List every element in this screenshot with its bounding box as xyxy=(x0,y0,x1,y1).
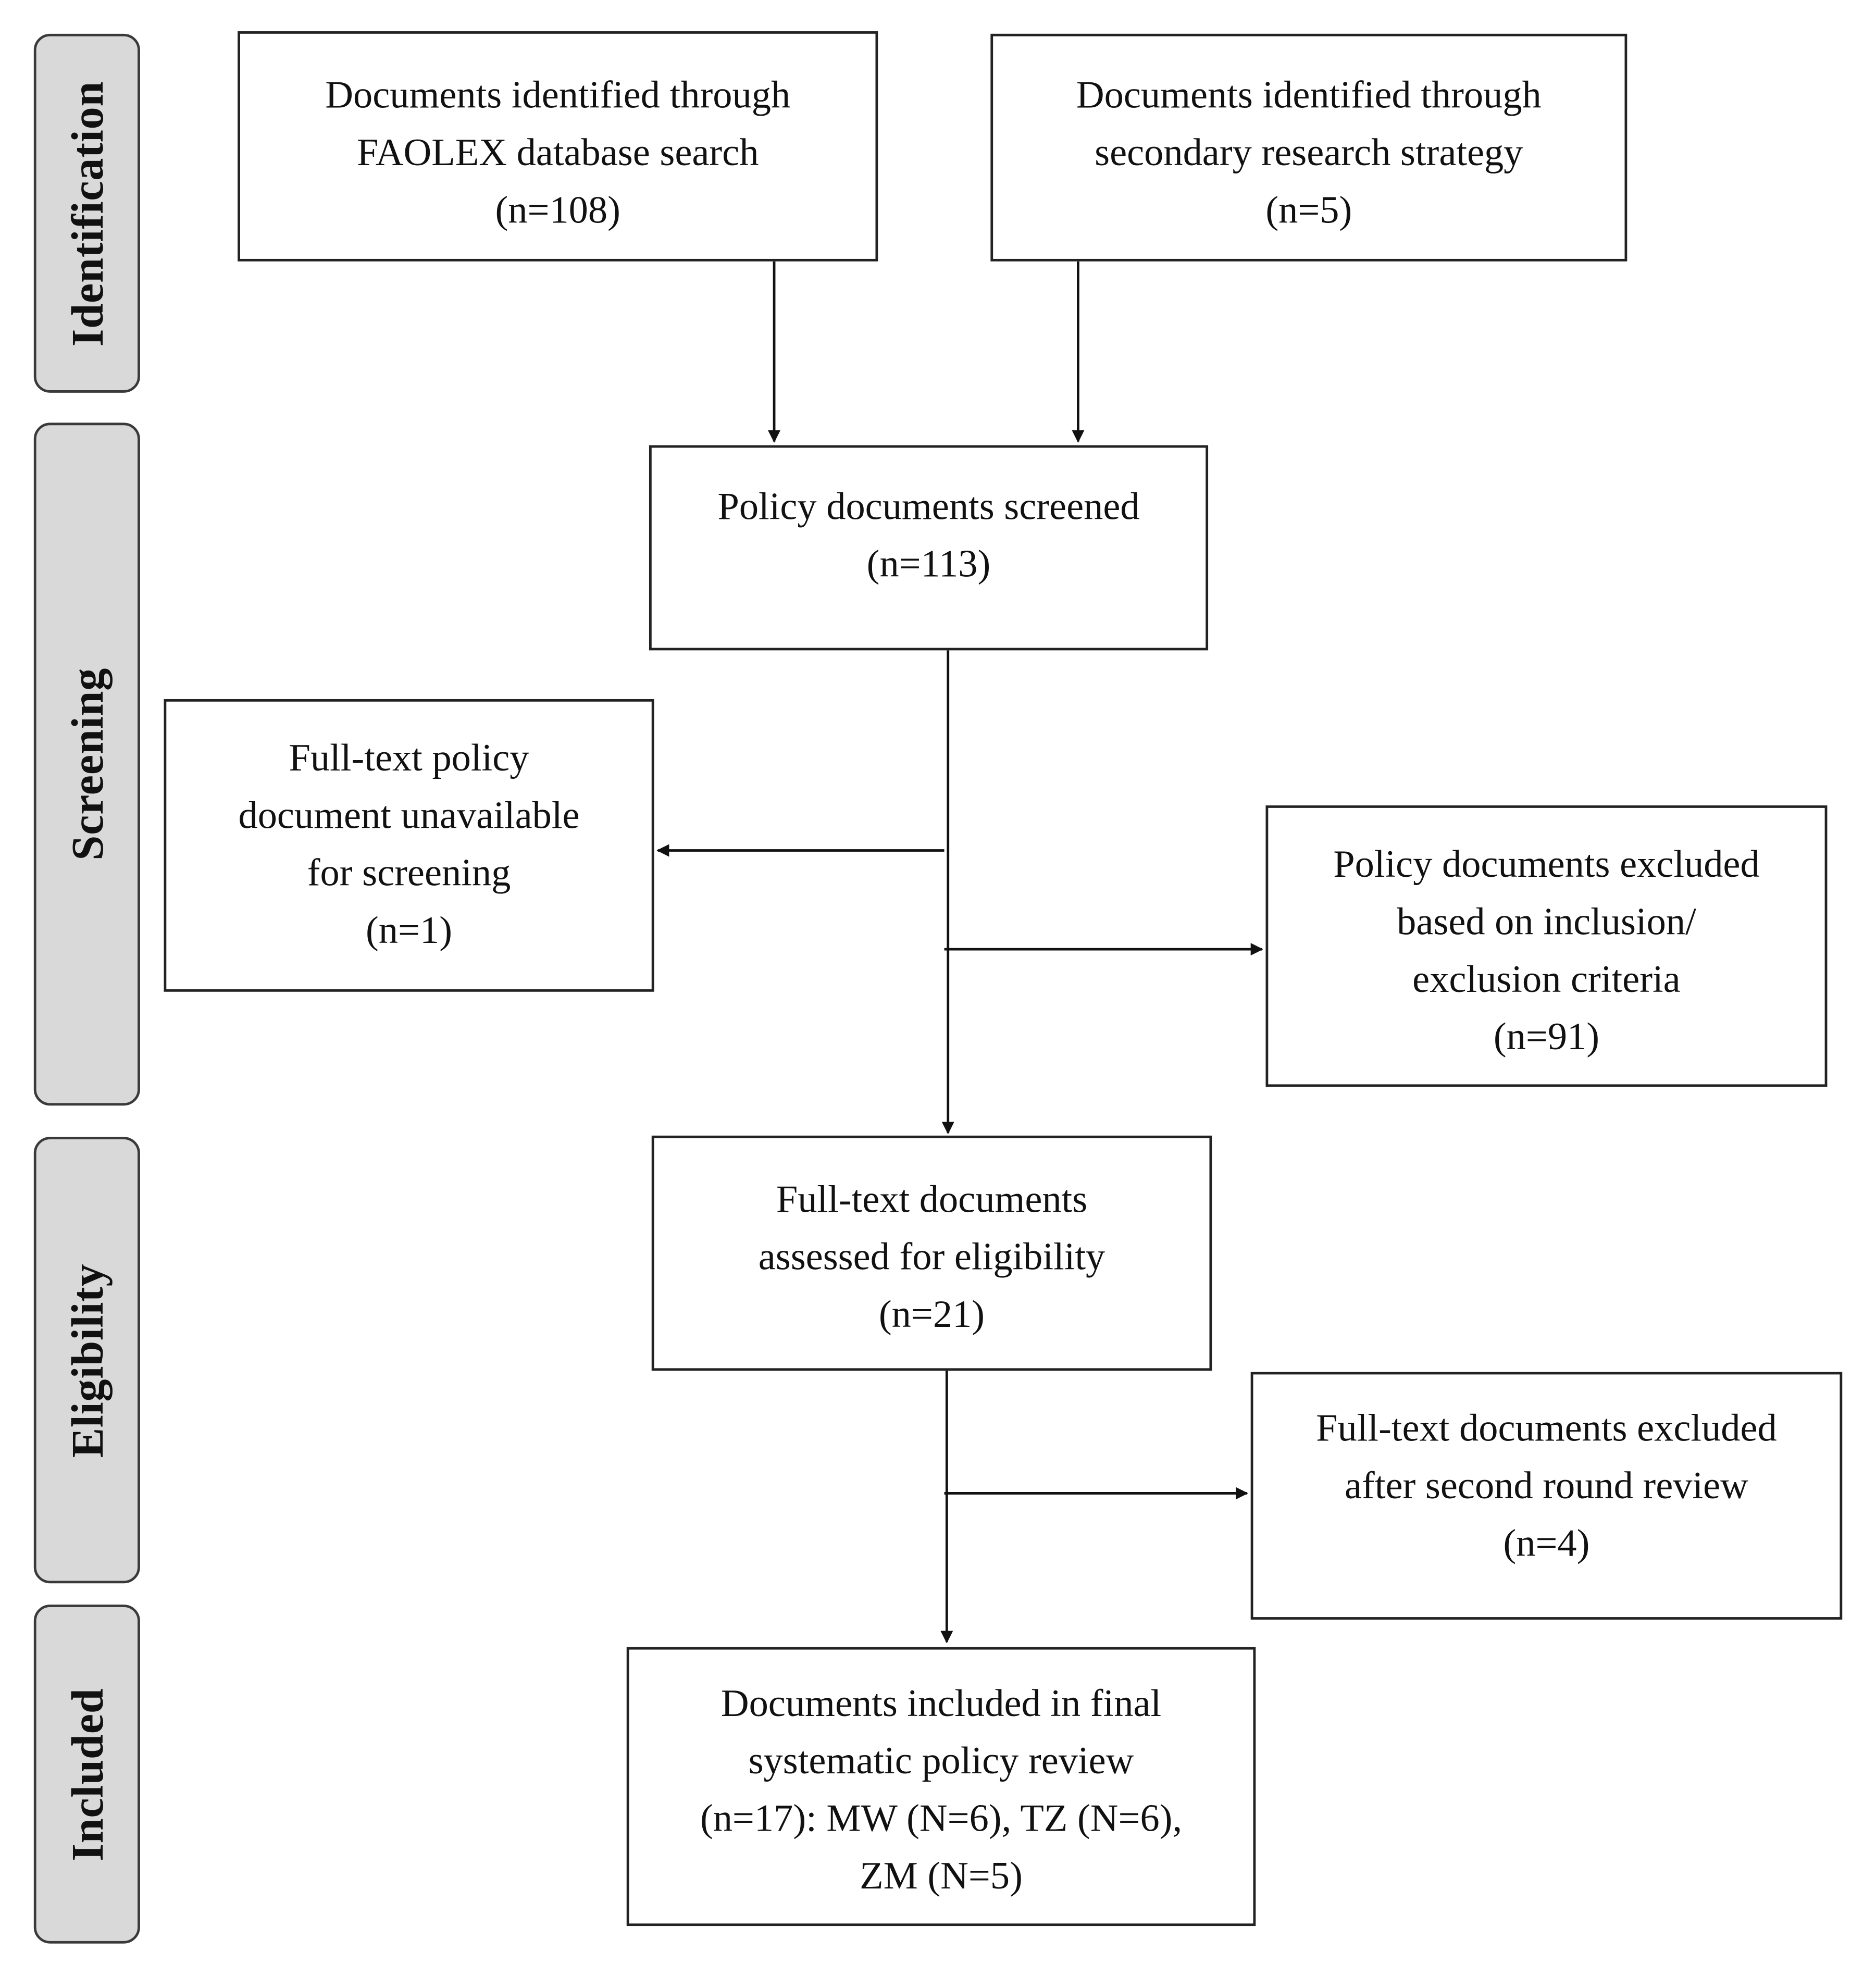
box-line: (n=17): MW (N=6), TZ (N=6), xyxy=(700,1796,1183,1840)
box-faolex-search: Documents identified through FAOLEX data… xyxy=(238,31,878,262)
box-line: Full-text policy xyxy=(289,735,529,779)
box-secondary-research: Documents identified through secondary r… xyxy=(990,33,1627,262)
box-screened: Policy documents screened (n=113) xyxy=(649,445,1209,651)
box-line: Policy documents screened xyxy=(717,484,1140,528)
box-line: (n=1) xyxy=(366,908,453,952)
box-line: (n=5) xyxy=(1265,188,1352,232)
box-line: Policy documents excluded xyxy=(1333,841,1760,886)
phase-screening: Screening xyxy=(33,422,140,1106)
box-line: systematic policy review xyxy=(748,1738,1134,1782)
box-line: Documents included in final xyxy=(720,1681,1162,1725)
box-unavailable: Full-text policy document unavailable fo… xyxy=(164,699,654,992)
box-line: for screening xyxy=(307,850,511,894)
box-eligibility: Full-text documents assessed for eligibi… xyxy=(651,1135,1212,1371)
box-line: ZM (N=5) xyxy=(860,1853,1023,1897)
phase-identification: Identification xyxy=(33,33,140,393)
phase-included: Included xyxy=(33,1605,140,1944)
box-line: assessed for eligibility xyxy=(758,1234,1105,1278)
box-line: based on inclusion/ xyxy=(1397,899,1696,943)
box-line: after second round review xyxy=(1345,1463,1748,1507)
box-line: exclusion criteria xyxy=(1412,956,1681,1001)
box-excluded-second-round: Full-text documents excluded after secon… xyxy=(1250,1372,1843,1620)
box-line: (n=91) xyxy=(1493,1014,1600,1058)
box-line: secondary research strategy xyxy=(1095,130,1523,174)
box-line: Documents identified through xyxy=(1076,72,1542,117)
box-line: Full-text documents excluded xyxy=(1316,1406,1777,1450)
box-line: (n=21) xyxy=(878,1291,985,1336)
box-line: document unavailable xyxy=(238,793,580,837)
box-line: Documents identified through xyxy=(325,72,791,117)
box-line: FAOLEX database search xyxy=(356,130,759,174)
box-line: (n=108) xyxy=(495,188,620,232)
phase-eligibility: Eligibility xyxy=(33,1137,140,1584)
box-line: Full-text documents xyxy=(776,1177,1088,1221)
box-excluded-criteria: Policy documents excluded based on inclu… xyxy=(1265,805,1828,1087)
box-included: Documents included in final systematic p… xyxy=(626,1647,1256,1926)
box-line: (n=113) xyxy=(866,541,991,586)
box-line: (n=4) xyxy=(1503,1521,1590,1565)
